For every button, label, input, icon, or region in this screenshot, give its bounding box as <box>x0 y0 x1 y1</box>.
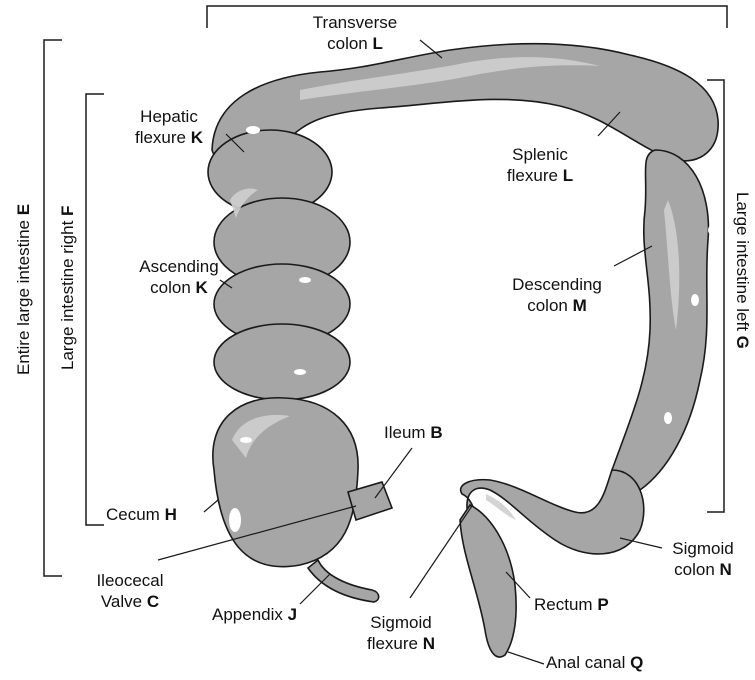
ileocecal-valve-label: Ileocecal Valve C <box>70 570 190 612</box>
sigmoid-colon-label: Sigmoid colon N <box>658 538 748 580</box>
sigmoid-flexure-label: Sigmoid flexure N <box>346 612 456 654</box>
transverse-colon-label: Transverse colon L <box>280 12 430 54</box>
colon-body <box>208 44 718 657</box>
anal-canal-label: Anal canal Q <box>546 652 643 673</box>
entire-large-intestine-label: Entire large intestine E <box>14 204 34 375</box>
appendix-shape <box>308 560 379 602</box>
ileum-label: Ileum B <box>384 422 443 443</box>
right-bracket <box>86 94 104 525</box>
large-intestine-right-label: Large intestine right F <box>58 206 78 370</box>
descending-colon-shape <box>610 150 708 494</box>
splenic-flexure-label: Splenic flexure L <box>480 144 600 186</box>
appendix-label: Appendix J <box>212 604 297 625</box>
ascending-haustra-4 <box>214 324 350 400</box>
ascending-colon-label: Ascending colon K <box>104 256 254 298</box>
rectum-label: Rectum P <box>534 594 609 615</box>
cecum-label: Cecum H <box>106 504 177 525</box>
hepatic-flexure-label: Hepatic flexure K <box>104 106 234 148</box>
cecum-shape <box>213 398 358 567</box>
rectum-shape <box>460 505 516 657</box>
large-intestine-left-label: Large intestine left G <box>732 192 752 349</box>
descending-colon-label: Descending colon M <box>478 274 636 316</box>
